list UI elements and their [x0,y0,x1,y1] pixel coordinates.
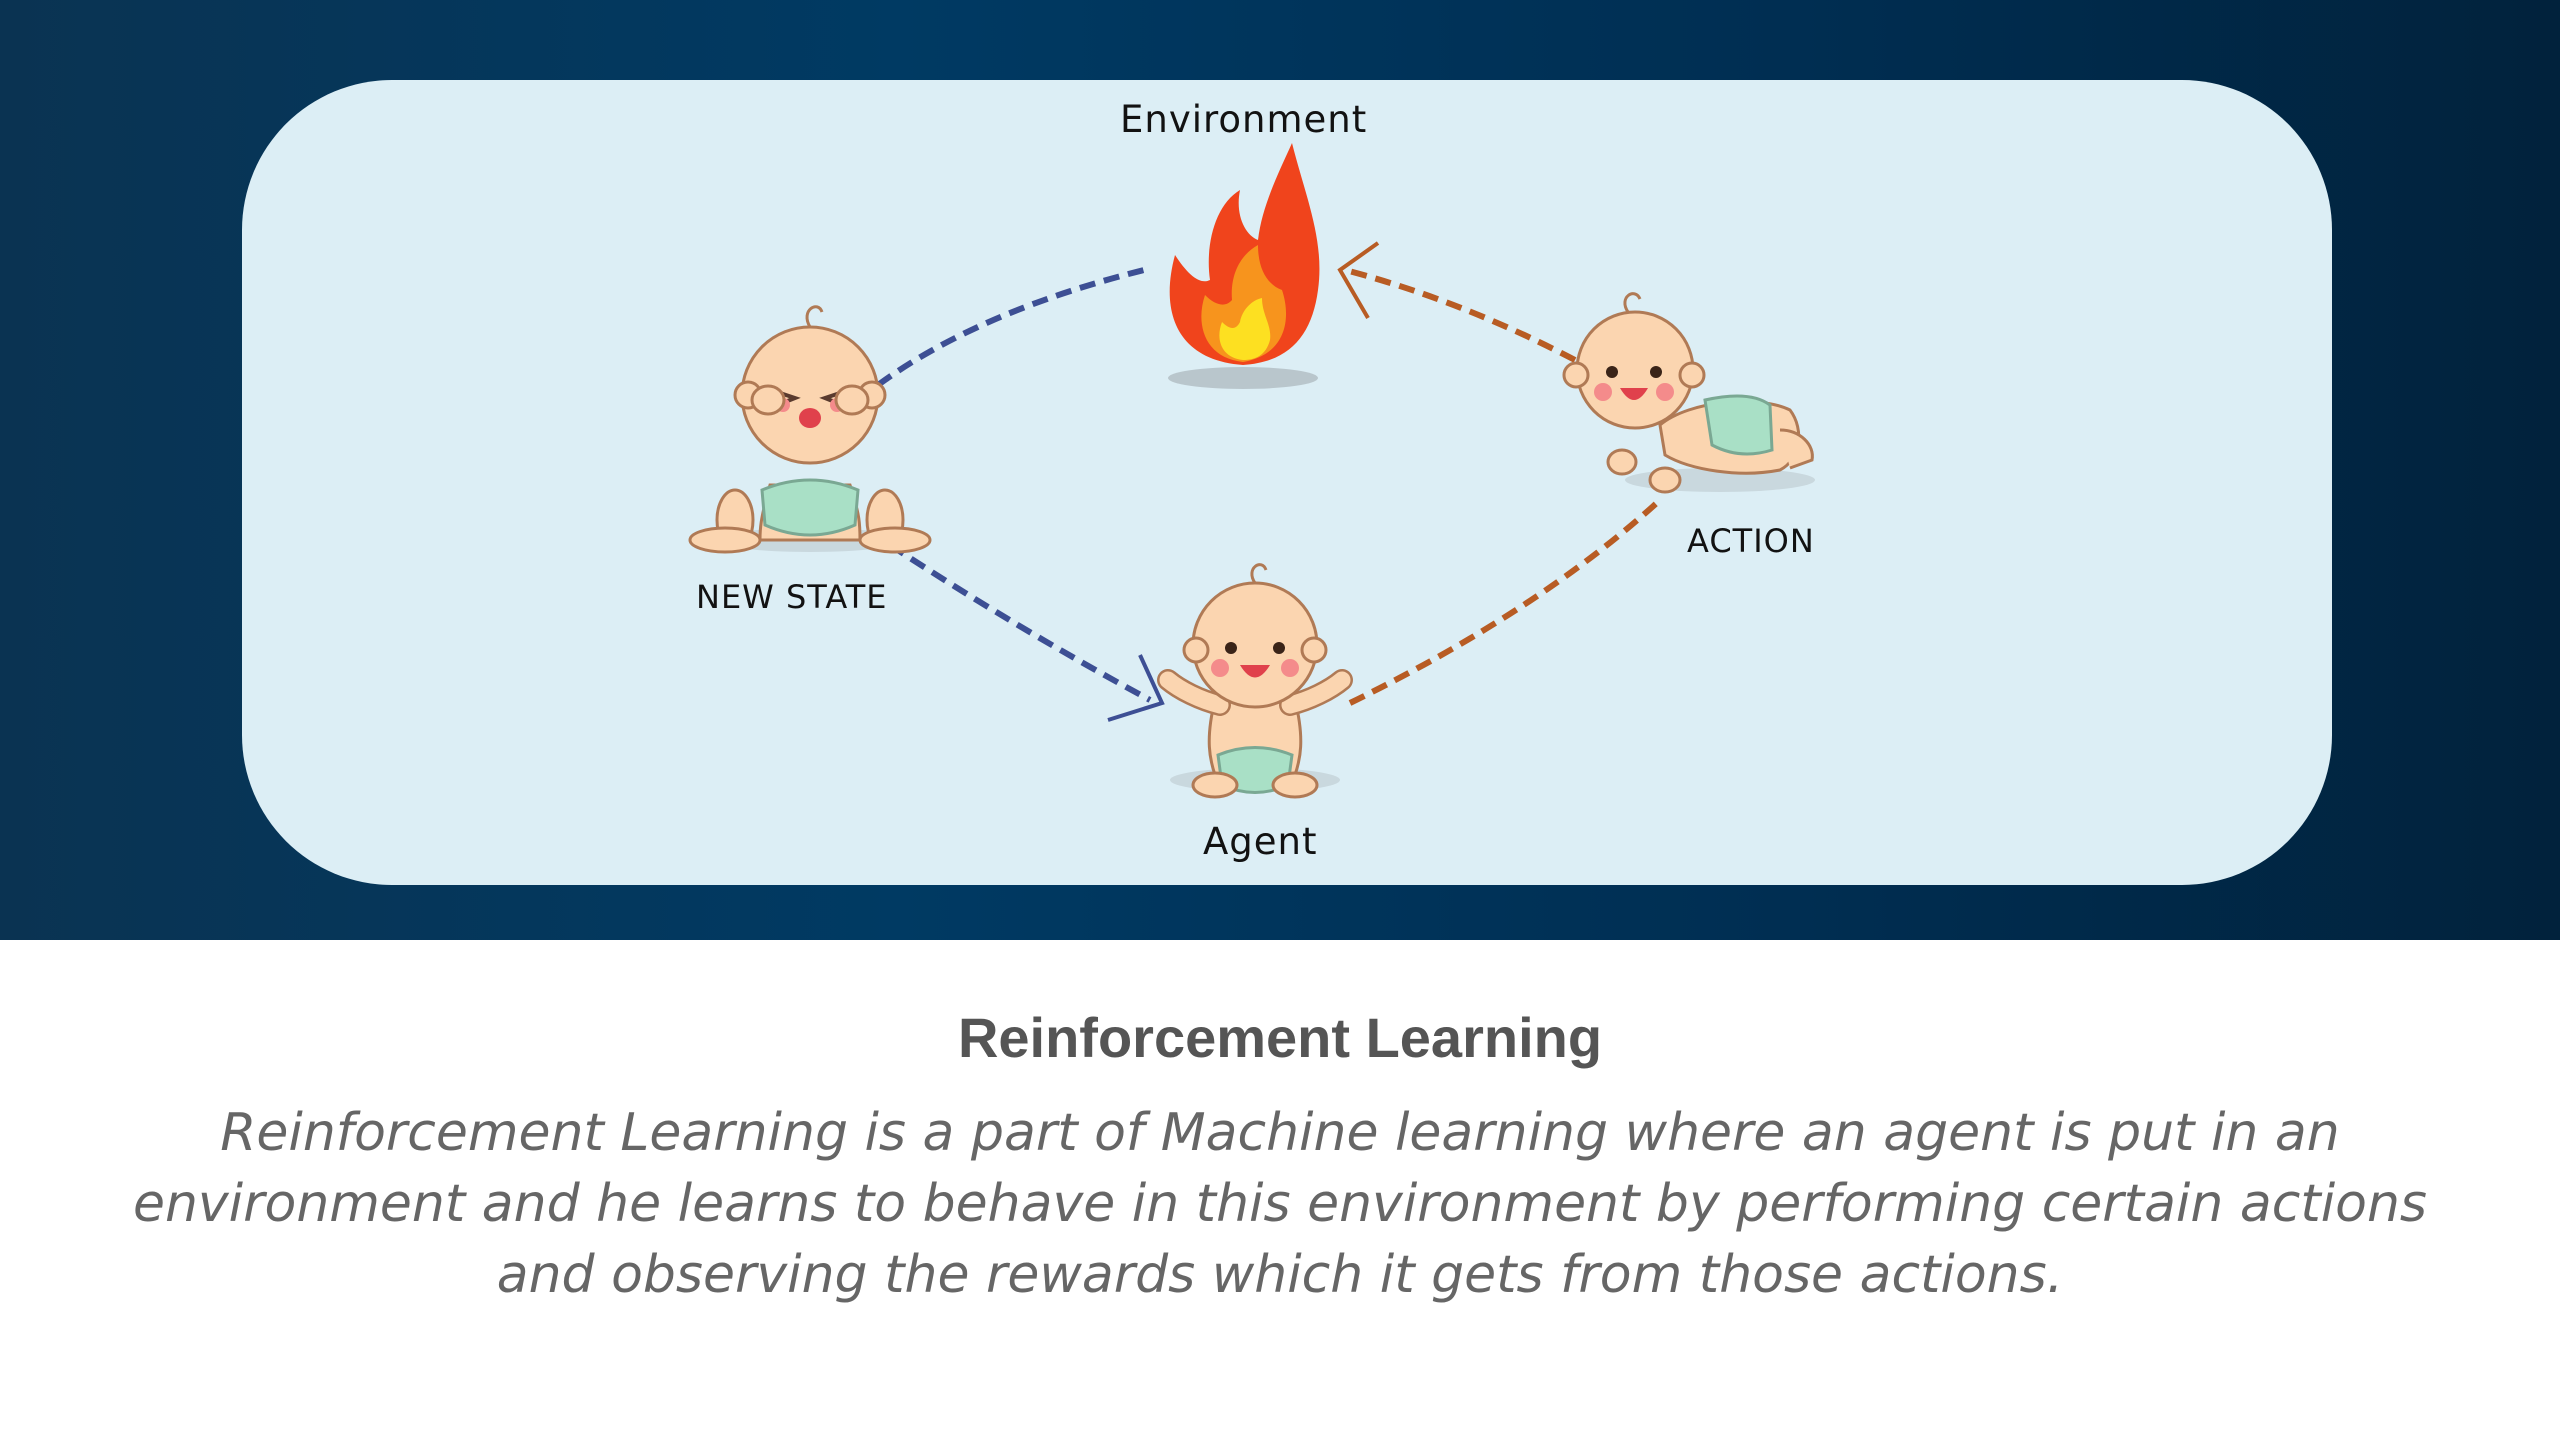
caption-title: Reinforcement Learning [957,1006,1603,1069]
agent-baby-icon [1157,563,1353,799]
arrow-agent-to-action [1348,497,1663,706]
arrowhead-environment [1337,241,1380,320]
action-label: ACTION [1687,522,1815,560]
caption-area [0,940,2560,1440]
arrowhead-agent [1107,654,1165,722]
environment-label: Environment [1120,98,1368,141]
action-baby-icon [1562,292,1815,494]
rl-cycle-diagram [688,143,1815,799]
fire-icon [1168,143,1320,389]
caption-body: Reinforcement Learning is a part of Mach… [132,1103,2428,1305]
arrow-new-state-to-environment [876,265,1153,388]
arrow-action-to-environment [1344,267,1577,363]
new-state-baby-icon [688,305,932,554]
arrow-new-state-to-agent [888,542,1152,703]
agent-label: Agent [1203,820,1318,863]
new-state-label: NEW STATE [696,578,888,616]
